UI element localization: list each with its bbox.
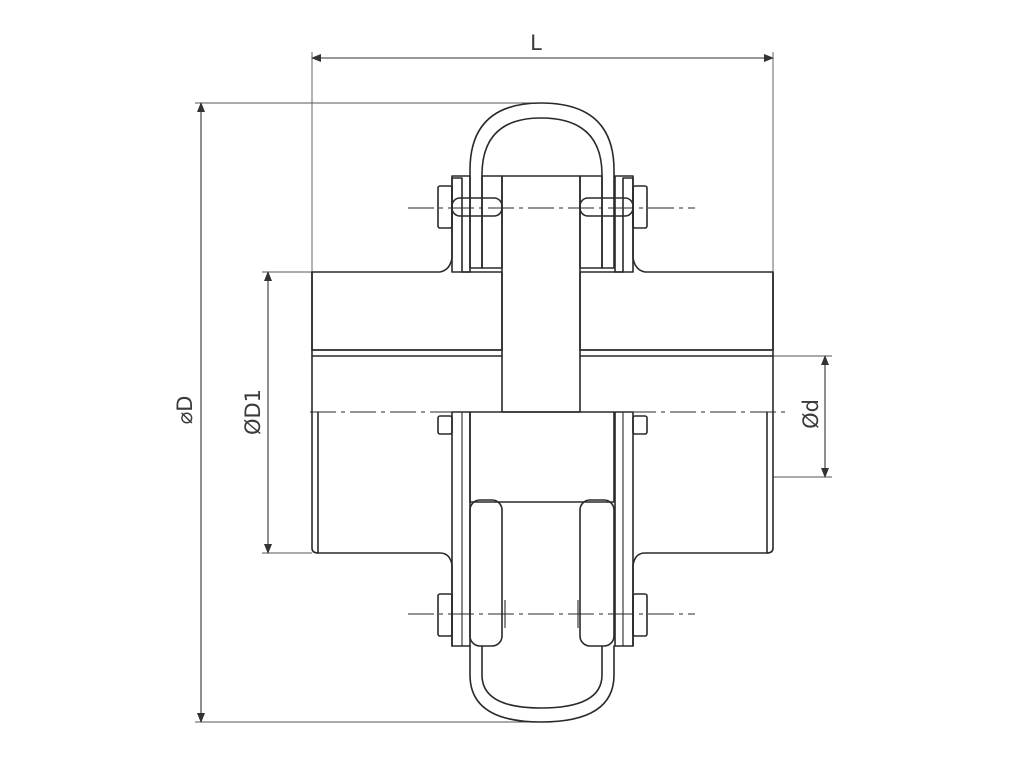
bore: [311, 271, 774, 413]
dimension-lines: [197, 54, 829, 723]
label-D: ⌀D: [173, 396, 197, 425]
label-d: Ød: [799, 399, 823, 429]
label-L: L: [530, 31, 542, 55]
lower-view: [311, 411, 774, 723]
upper-section: [311, 102, 774, 413]
extension-lines: [195, 52, 832, 723]
label-D1: ØD1: [241, 389, 265, 435]
